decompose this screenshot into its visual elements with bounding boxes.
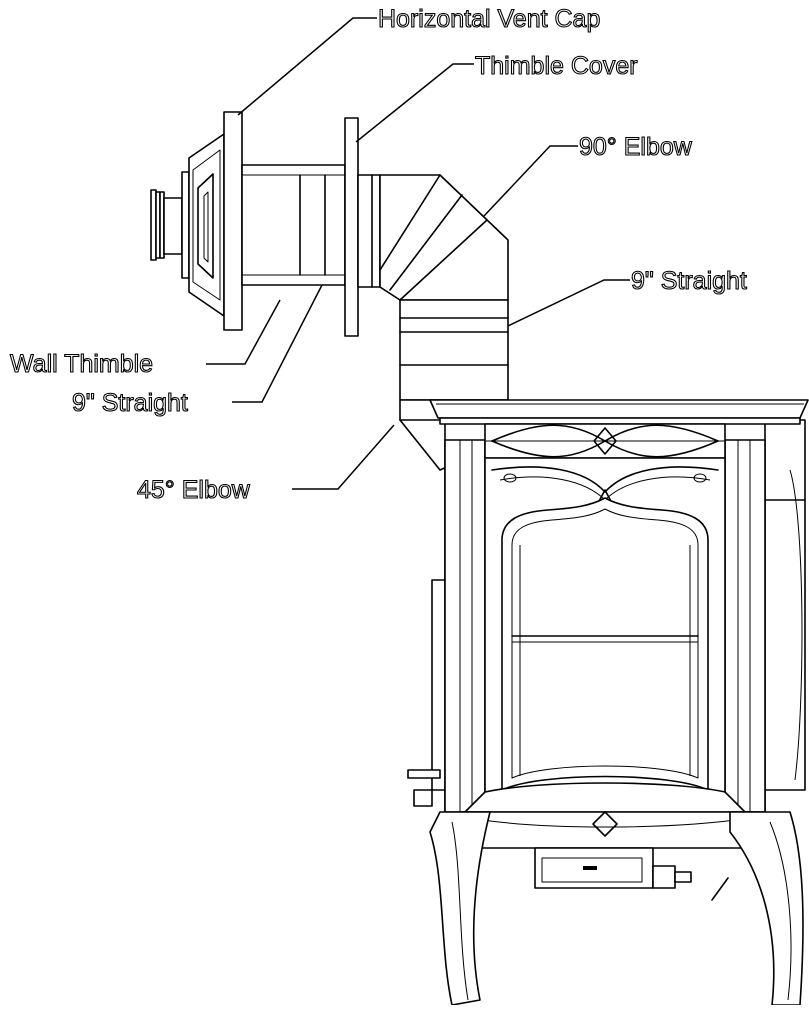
horizontal-vent-cap [150, 111, 243, 331]
vertical-straight-pipe [399, 299, 509, 401]
label-9-straight-lower: 9" Straight [72, 389, 188, 417]
leader-wall-thimble [206, 299, 281, 365]
horizontal-straight-pipe [241, 164, 346, 286]
leader-horizontal-vent-cap [237, 17, 377, 116]
label-horizontal-vent-cap: Horizontal Vent Cap [378, 5, 600, 33]
label-90-elbow: 90° Elbow [579, 133, 693, 161]
pipe-to-elbow [357, 174, 381, 288]
leader-9-straight-upper [507, 279, 630, 327]
leader-lines [206, 17, 630, 490]
leader-45-elbow [292, 424, 395, 490]
thimble-cover-flange [344, 117, 359, 337]
leader-thimble-cover [355, 63, 474, 143]
label-thimble-cover: Thimble Cover [475, 52, 638, 80]
label-9-straight-upper: 9" Straight [631, 267, 747, 295]
label-wall-thimble: Wall Thimble [10, 350, 153, 378]
label-45-elbow: 45° Elbow [137, 476, 251, 504]
leader-90-elbow [483, 145, 578, 217]
leader-9-straight-lower [232, 284, 323, 403]
stove [407, 399, 809, 1006]
elbow-90 [379, 174, 509, 301]
